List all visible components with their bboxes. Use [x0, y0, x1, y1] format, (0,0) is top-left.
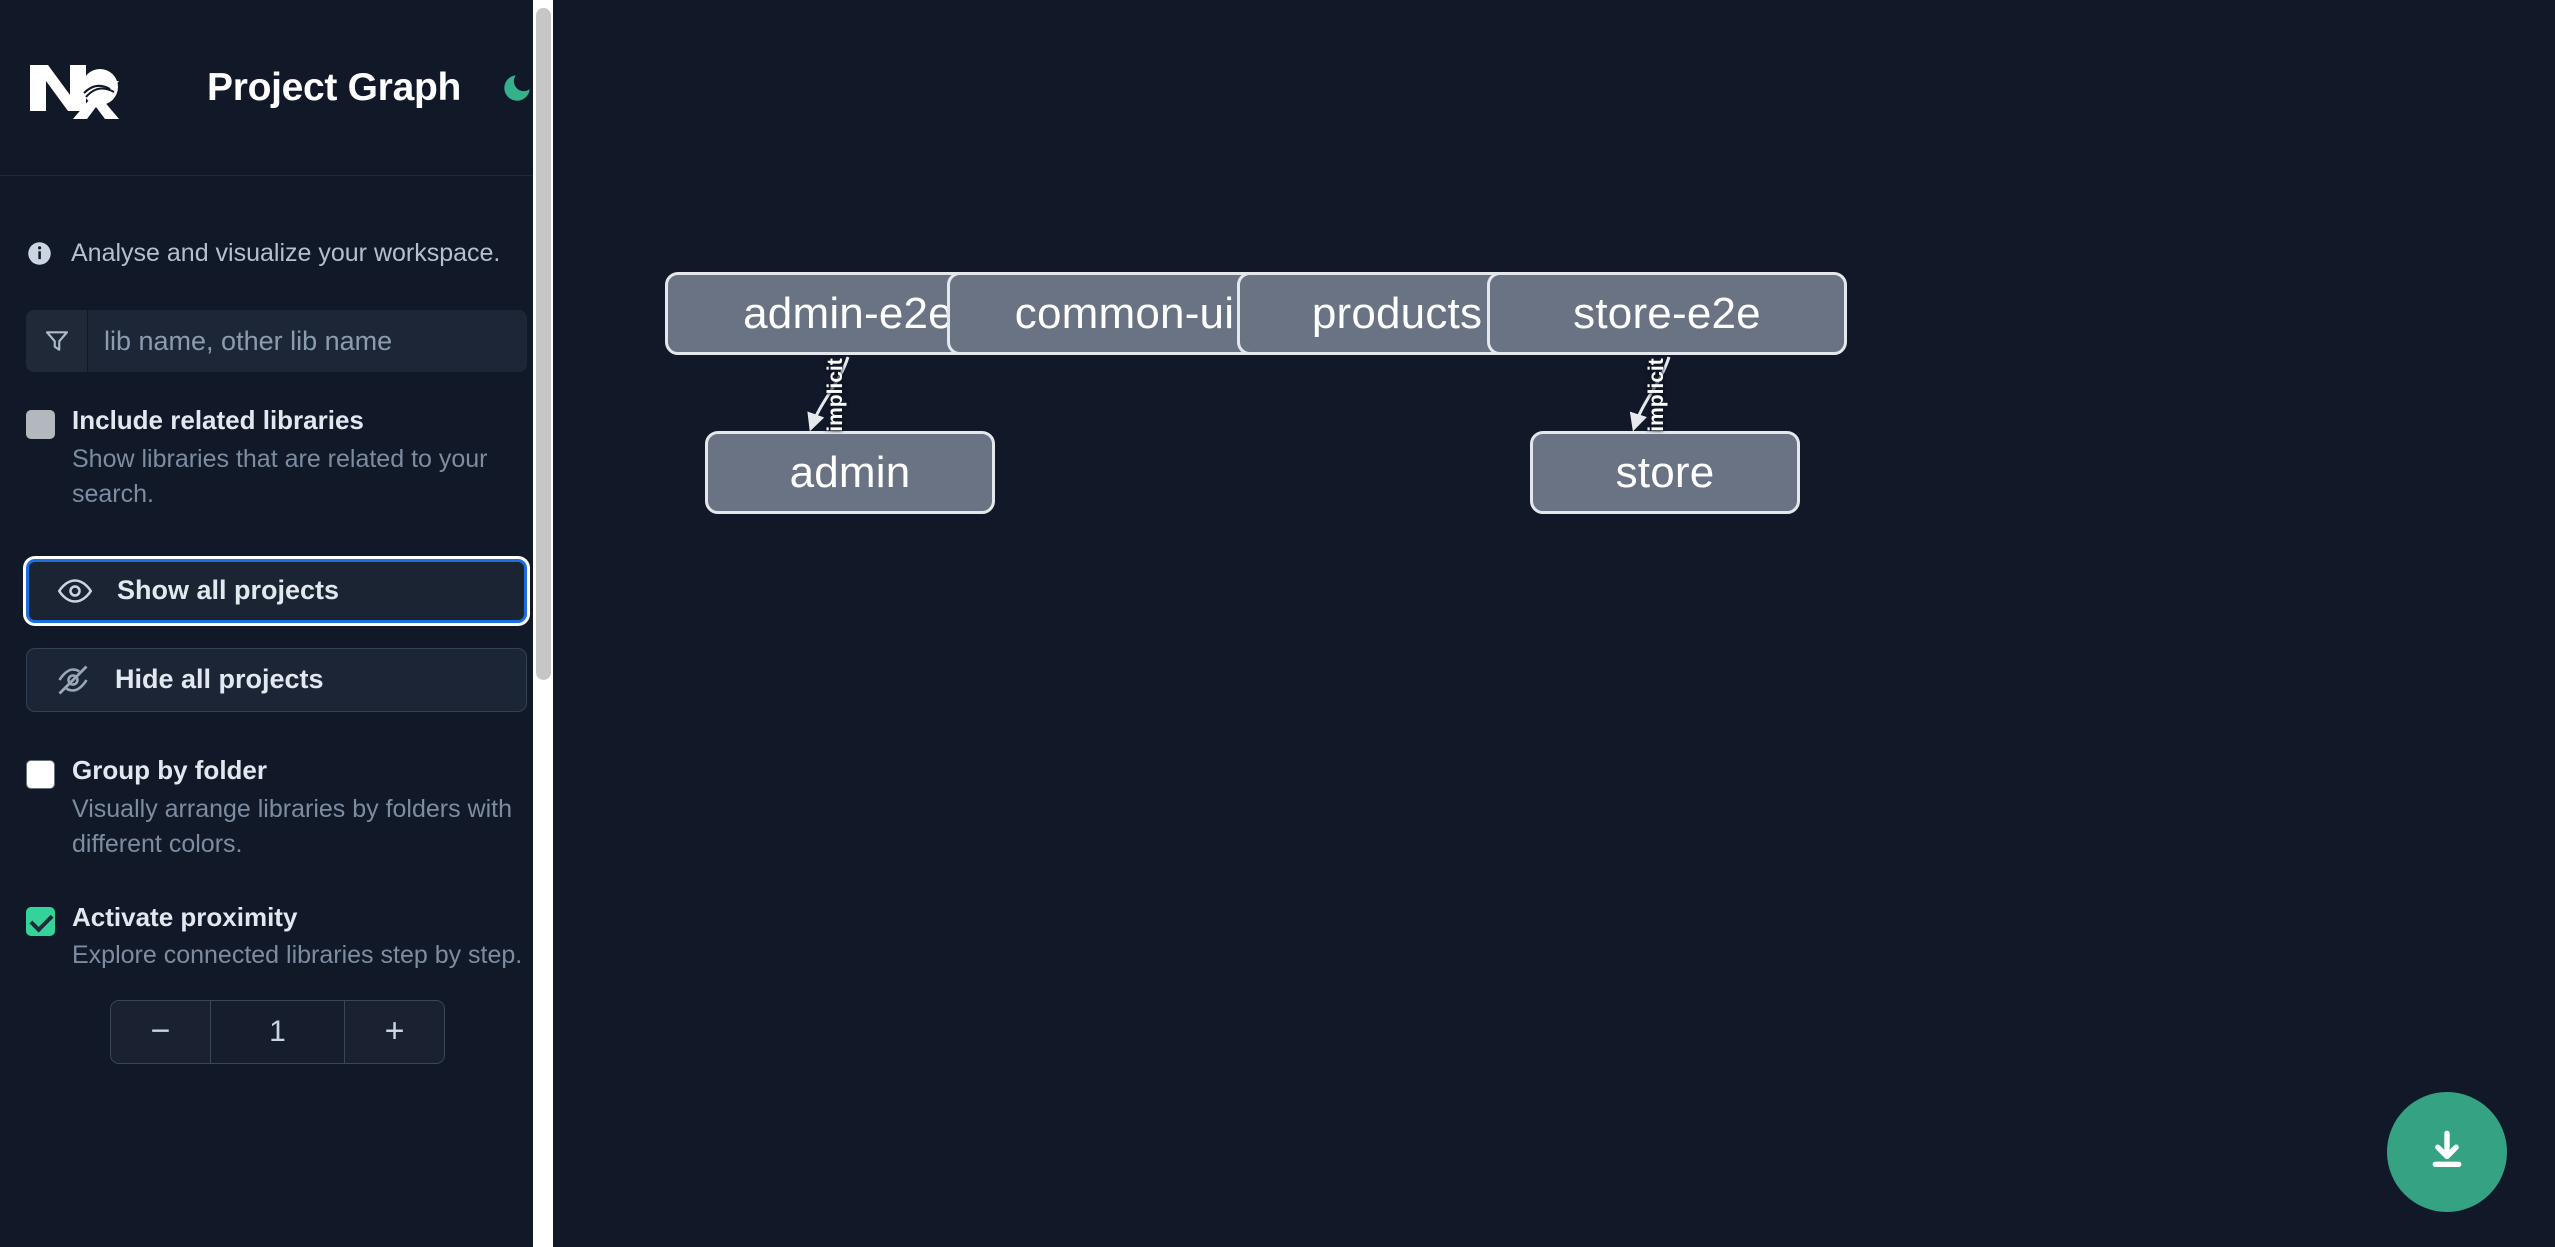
graph-node-label: products	[1311, 288, 1483, 338]
edge-store-e2e-to-store	[1629, 356, 1671, 432]
option-description: Explore connected libraries step by step…	[72, 941, 523, 970]
search-input[interactable]	[88, 310, 527, 372]
option-title: Activate proximity	[72, 901, 298, 932]
option-title: Include related libraries	[72, 405, 364, 435]
sidebar-scrollbar-thumb[interactable]	[536, 8, 551, 680]
graph-edges	[807, 356, 1671, 432]
eye-off-icon	[55, 662, 91, 698]
download-icon	[2422, 1126, 2472, 1179]
option-group-by-folder[interactable]: Group by folder Visually arrange librari…	[0, 754, 553, 863]
edge-label-implicit-store: implicit	[1644, 358, 1668, 432]
graph-node-label: store-e2e	[1573, 288, 1761, 338]
graph-node-label: common-ui	[1014, 288, 1235, 338]
eye-icon	[57, 573, 93, 609]
option-title: Group by folder	[72, 754, 267, 785]
search-box[interactable]	[26, 310, 527, 372]
proximity-stepper[interactable]: − 1 +	[110, 999, 445, 1064]
proximity-increment-button[interactable]: +	[344, 1000, 444, 1063]
option-activate-proximity[interactable]: Activate proximity Explore connected lib…	[0, 901, 553, 974]
project-graph-canvas[interactable]: admin-e2e common-ui products store-e2e a…	[553, 0, 2555, 1247]
moon-icon[interactable]	[498, 69, 536, 107]
workspace-blurb: Analyse and visualize your workspace.	[0, 218, 553, 288]
option-include-related-libraries[interactable]: Include related libraries Show libraries…	[0, 404, 553, 513]
page-title: Project Graph	[207, 65, 461, 109]
hide-all-projects-label: Hide all projects	[115, 664, 324, 695]
show-all-projects-label: Show all projects	[117, 575, 340, 606]
option-description: Visually arrange libraries by folders wi…	[72, 794, 513, 859]
nx-logo	[26, 57, 124, 119]
graph-node-label: admin-e2e	[743, 288, 953, 338]
sidebar-scrollbar[interactable]	[533, 0, 553, 1247]
show-all-projects-button[interactable]: Show all projects	[26, 558, 527, 623]
option-description: Show libraries that are related to your …	[72, 444, 488, 509]
graph-node-admin[interactable]: admin	[705, 431, 995, 514]
blurb-text: Analyse and visualize your workspace.	[71, 238, 501, 267]
hide-all-projects-button[interactable]: Hide all projects	[26, 647, 527, 712]
edge-label-implicit-admin: implicit	[823, 358, 847, 432]
graph-node-label: admin	[789, 447, 911, 497]
graph-node-store-e2e[interactable]: store-e2e	[1487, 272, 1847, 355]
include-related-libraries-checkbox[interactable]	[26, 410, 55, 439]
proximity-value: 1	[211, 1000, 344, 1063]
group-by-folder-checkbox[interactable]	[26, 759, 55, 789]
proximity-decrement-button[interactable]: −	[111, 1000, 211, 1063]
info-icon	[26, 240, 53, 267]
activate-proximity-checkbox[interactable]	[26, 906, 55, 936]
graph-node-label: store	[1615, 447, 1715, 497]
graph-node-store[interactable]: store	[1530, 431, 1800, 514]
filter-icon	[26, 310, 88, 372]
brand-header: Project Graph	[0, 0, 553, 176]
download-graph-button[interactable]	[2387, 1092, 2507, 1212]
edge-admin-e2e-to-admin	[807, 356, 850, 432]
sidebar: Project Graph Analyse and visualize your…	[0, 0, 553, 1247]
